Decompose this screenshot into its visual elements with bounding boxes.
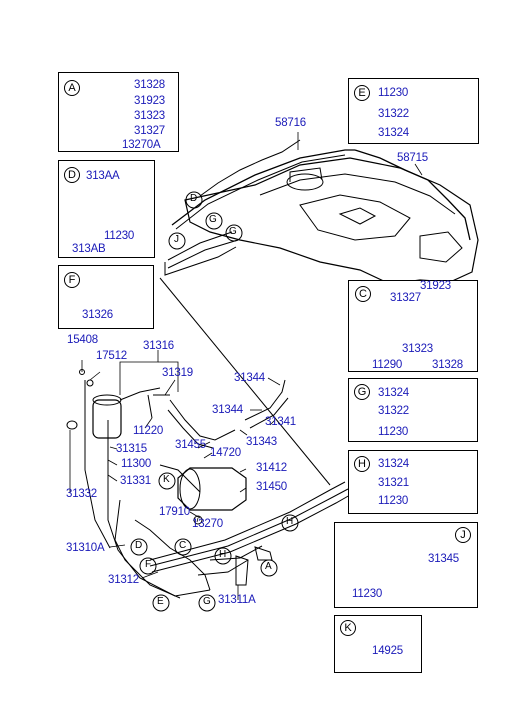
callout-d-upper: D (190, 193, 198, 204)
part-31341[interactable]: 31341 (265, 416, 296, 428)
box-a-part-2[interactable]: 31923 (134, 95, 165, 107)
box-e-part-1[interactable]: 11230 (378, 87, 409, 99)
box-j-part-2[interactable]: 11230 (352, 588, 383, 600)
box-f-part-1[interactable]: 31326 (82, 309, 113, 321)
box-a-badge: A (64, 80, 80, 96)
box-c-part-4[interactable]: 11290 (372, 359, 403, 371)
box-g-badge: G (354, 384, 370, 400)
part-31332[interactable]: 31332 (66, 488, 97, 500)
callout-h-lower: H (219, 549, 227, 560)
box-c-part-5[interactable]: 31328 (432, 359, 463, 371)
box-g-part-1[interactable]: 31324 (378, 387, 409, 399)
part-11220[interactable]: 11220 (133, 425, 164, 437)
part-31312[interactable]: 31312 (108, 574, 139, 586)
callout-a: A (265, 561, 272, 572)
box-d-part-2[interactable]: 11230 (104, 230, 135, 242)
part-58716[interactable]: 58716 (275, 117, 306, 129)
part-31450[interactable]: 31450 (256, 481, 287, 493)
box-h-part-3[interactable]: 11230 (378, 495, 409, 507)
box-e-badge: E (354, 85, 370, 101)
box-k-part-1[interactable]: 14925 (372, 645, 403, 657)
detail-box-g (348, 378, 478, 442)
box-j-badge: J (455, 527, 471, 543)
part-31311a[interactable]: 31311A (218, 594, 256, 606)
underbody-lines (84, 277, 351, 599)
part-31344-b[interactable]: 31344 (212, 404, 243, 416)
callout-e: E (157, 596, 164, 607)
part-31310a[interactable]: 31310A (66, 542, 105, 554)
box-a-part-5[interactable]: 13270A (122, 139, 161, 151)
box-a-part-4[interactable]: 31327 (134, 125, 165, 137)
box-g-part-3[interactable]: 11230 (378, 426, 409, 438)
part-17910[interactable]: 17910 (159, 506, 190, 518)
part-31331[interactable]: 31331 (120, 475, 151, 487)
detail-box-e (348, 78, 479, 144)
part-31319[interactable]: 31319 (162, 367, 193, 379)
callout-g-upper-1: G (209, 214, 217, 225)
box-c-part-3[interactable]: 31323 (402, 343, 433, 355)
box-c-part-1[interactable]: 31923 (420, 280, 451, 292)
box-h-part-1[interactable]: 31324 (378, 458, 409, 470)
callout-d-lower: D (135, 540, 143, 551)
part-31316[interactable]: 31316 (143, 340, 174, 352)
part-13270[interactable]: 13270 (192, 518, 223, 530)
callout-j-upper: J (174, 234, 179, 245)
box-a-part-3[interactable]: 31323 (134, 110, 165, 122)
box-g-part-2[interactable]: 31322 (378, 405, 409, 417)
callout-g-upper-2: G (229, 226, 237, 237)
part-11300[interactable]: 11300 (121, 458, 152, 470)
callout-k: K (163, 474, 170, 485)
callout-h-mid: H (286, 516, 294, 527)
box-d-part-1[interactable]: 313AA (86, 170, 120, 182)
box-c-badge: C (355, 286, 371, 302)
part-31455[interactable]: 31455 (175, 439, 206, 451)
callout-circles (130, 191, 299, 612)
part-14720[interactable]: 14720 (210, 447, 241, 459)
part-15408[interactable]: 15408 (67, 334, 98, 346)
callout-f: F (145, 559, 151, 570)
tank-lines (164, 139, 471, 276)
callout-g-lower: G (203, 596, 211, 607)
box-f-badge: F (64, 272, 80, 288)
detail-box-h (348, 450, 478, 514)
callout-c: C (179, 540, 187, 551)
detail-box-j (334, 522, 478, 608)
part-31412[interactable]: 31412 (256, 462, 287, 474)
box-e-part-3[interactable]: 31324 (378, 127, 409, 139)
box-k-badge: K (340, 620, 356, 636)
box-h-badge: H (354, 456, 370, 472)
box-a-part-1[interactable]: 31328 (134, 79, 165, 91)
box-e-part-2[interactable]: 31322 (378, 108, 409, 120)
part-17512[interactable]: 17512 (96, 350, 127, 362)
box-j-part-1[interactable]: 31345 (428, 553, 459, 565)
box-h-part-2[interactable]: 31321 (378, 477, 409, 489)
part-31344-a[interactable]: 31344 (234, 372, 265, 384)
box-c-part-2[interactable]: 31327 (390, 292, 421, 304)
box-d-part-3[interactable]: 313AB (72, 243, 106, 255)
part-31343[interactable]: 31343 (246, 436, 277, 448)
part-58715[interactable]: 58715 (397, 152, 428, 164)
box-d-badge: D (64, 167, 80, 183)
part-31315[interactable]: 31315 (116, 443, 147, 455)
